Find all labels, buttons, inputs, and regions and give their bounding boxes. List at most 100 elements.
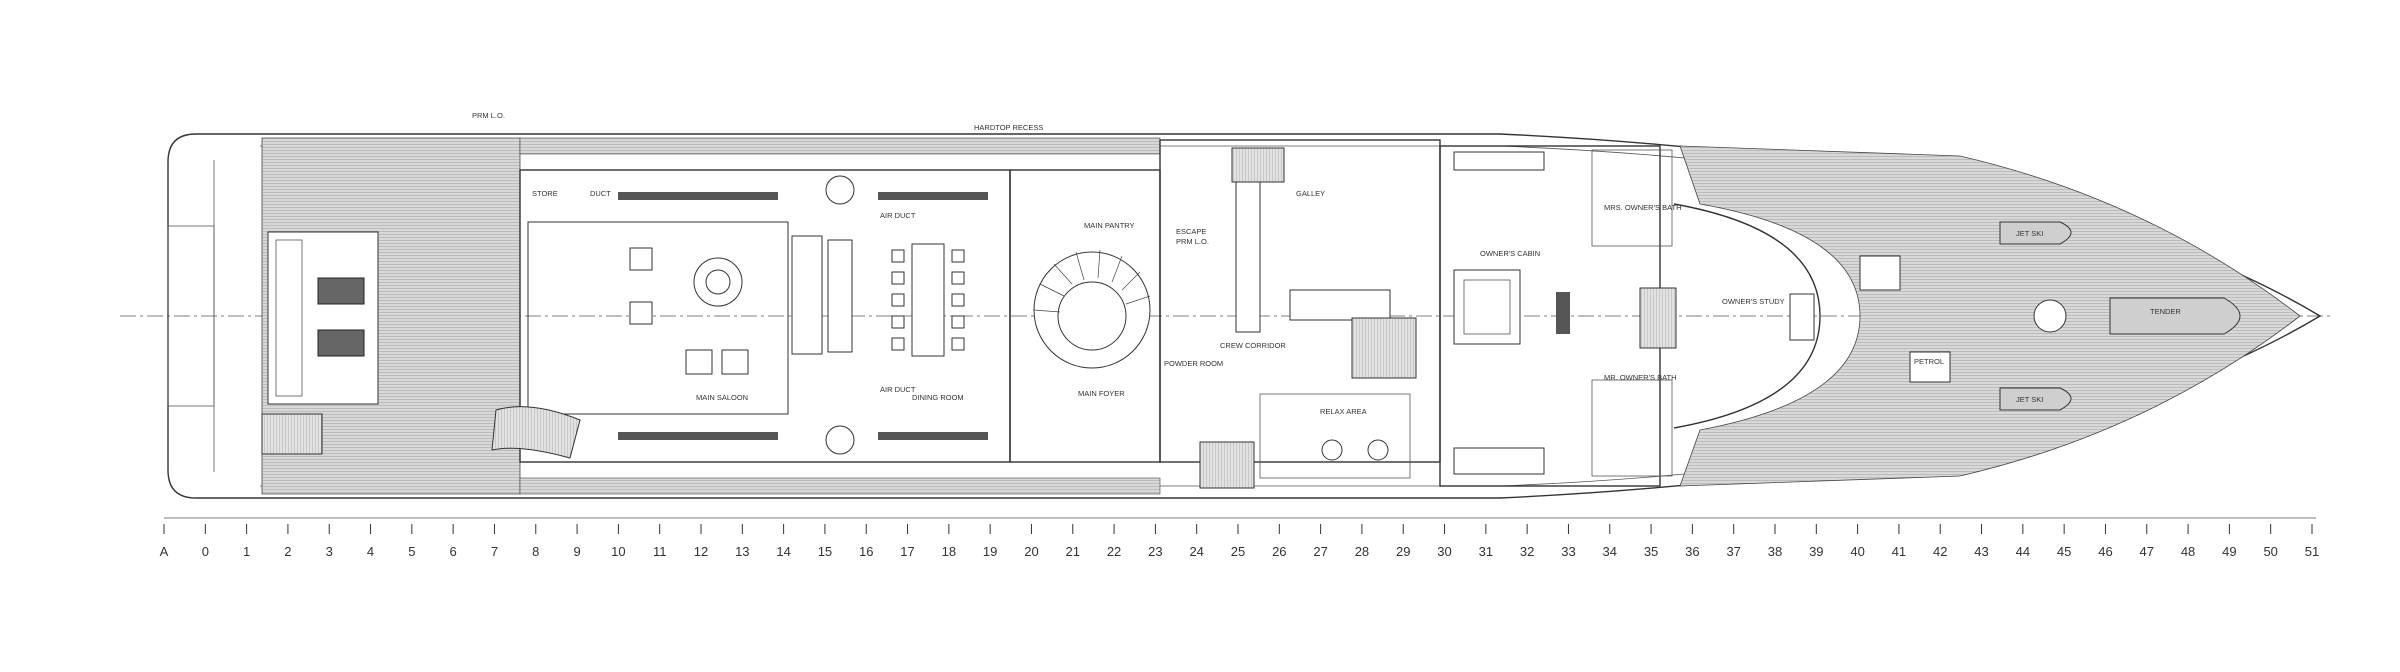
label-jetski-1: JET SKI	[2016, 229, 2043, 238]
frame-label: 36	[1685, 544, 1699, 559]
starboard-side-deck	[519, 477, 1161, 495]
aft-table-2	[317, 329, 365, 357]
saloon-sofa-2	[827, 239, 853, 353]
label-tender: TENDER	[2150, 307, 2181, 316]
saloon-sofa	[791, 235, 823, 355]
aft-sofa	[267, 231, 379, 405]
aft-stair-starboard	[261, 413, 323, 455]
frame-label: 45	[2057, 544, 2071, 559]
dining-chairs	[891, 249, 965, 351]
frame-label: 31	[1479, 544, 1493, 559]
frame-label: 26	[1272, 544, 1286, 559]
frame-label: 10	[611, 544, 625, 559]
owners-bed-inner	[1463, 279, 1511, 335]
fan-top	[825, 175, 855, 205]
label-jetski-2: JET SKI	[2016, 395, 2043, 404]
galley-island	[1289, 289, 1391, 321]
foredeck-teak	[1679, 145, 2301, 487]
armchair-1	[629, 247, 653, 271]
frame-label: 6	[450, 544, 457, 559]
frame-label: 12	[694, 544, 708, 559]
frame-label: 8	[532, 544, 539, 559]
label-hardtop-recess: HARDTOP RECESS	[974, 123, 1043, 132]
petrol-locker	[1909, 351, 1951, 383]
aft-table-1	[317, 277, 365, 305]
frame-label: 38	[1768, 544, 1782, 559]
frame-label: 28	[1355, 544, 1369, 559]
label-mr-bath: MR. OWNER'S BATH	[1604, 373, 1677, 382]
tender	[2109, 297, 2241, 335]
label-air-duct-top: AIR DUCT	[880, 211, 916, 220]
relax-chair-2	[1367, 439, 1389, 461]
aft-stair-port	[491, 406, 581, 459]
frame-label: 13	[735, 544, 749, 559]
frame-label: 27	[1313, 544, 1327, 559]
frame-label: 1	[243, 544, 250, 559]
fan-bottom	[825, 425, 855, 455]
jetski-1	[1999, 221, 2072, 245]
frame-label: 47	[2140, 544, 2154, 559]
frame-label: 18	[942, 544, 956, 559]
owners-sofa-top	[1453, 151, 1545, 171]
frame-label: 20	[1024, 544, 1038, 559]
frame-label: 9	[573, 544, 580, 559]
frame-label: 3	[326, 544, 333, 559]
dining-window-bottom	[878, 432, 988, 440]
label-petrol: PETROL	[1914, 357, 1944, 366]
saloon-window-top	[618, 192, 778, 200]
frame-label: 48	[2181, 544, 2195, 559]
galley-stair	[1231, 147, 1285, 183]
frame-label: 29	[1396, 544, 1410, 559]
foredeck-hatch	[1859, 255, 1901, 291]
frame-label: A	[160, 544, 169, 559]
frame-label: 19	[983, 544, 997, 559]
frame-label: 33	[1561, 544, 1575, 559]
frame-label: 30	[1437, 544, 1451, 559]
galley-counter	[1235, 161, 1261, 333]
relax-stair	[1351, 317, 1417, 379]
frame-label: 2	[284, 544, 291, 559]
frame-label: 4	[367, 544, 374, 559]
frame-label: 46	[2098, 544, 2112, 559]
label-crew-corridor: CREW CORRIDOR	[1220, 341, 1286, 350]
frame-label: 40	[1850, 544, 1864, 559]
relax-area	[1259, 393, 1411, 479]
frame-label: 39	[1809, 544, 1823, 559]
owners-study-wall	[1673, 203, 1821, 429]
frame-label: 7	[491, 544, 498, 559]
frame-label: 22	[1107, 544, 1121, 559]
frame-label: 23	[1148, 544, 1162, 559]
windlass	[2033, 299, 2067, 333]
frame-label: 32	[1520, 544, 1534, 559]
armchair-3	[685, 349, 713, 375]
label-escape2: PRM L.O.	[1176, 237, 1209, 246]
crew-stair	[1199, 441, 1255, 489]
label-owners-cabin: OWNER'S CABIN	[1480, 249, 1540, 258]
armchair-2	[629, 301, 653, 325]
frame-label: 21	[1066, 544, 1080, 559]
aft-sofa-back	[275, 239, 303, 397]
label-mast: PRM L.O.	[472, 111, 505, 120]
frame-label: 34	[1603, 544, 1617, 559]
saloon-rug-inner	[705, 269, 731, 295]
frame-label: 44	[2016, 544, 2030, 559]
armchair-4	[721, 349, 749, 375]
frame-label: 37	[1726, 544, 1740, 559]
frame-label: 35	[1644, 544, 1658, 559]
label-air-duct-bottom: AIR DUCT	[880, 385, 916, 394]
label-escape: ESCAPE	[1176, 227, 1206, 236]
study-desk	[1789, 293, 1815, 341]
study-stair	[1639, 287, 1677, 349]
spiral-stair-core	[1057, 281, 1127, 351]
frame-label: 16	[859, 544, 873, 559]
frame-label: 15	[818, 544, 832, 559]
frame-label: 41	[1892, 544, 1906, 559]
jetski-2	[1999, 387, 2072, 411]
bath-mr	[1591, 379, 1673, 477]
label-dining-room: DINING ROOM	[912, 393, 964, 402]
main-saloon-floor	[527, 221, 789, 415]
owners-bed	[1453, 269, 1521, 345]
frame-label: 51	[2305, 544, 2319, 559]
